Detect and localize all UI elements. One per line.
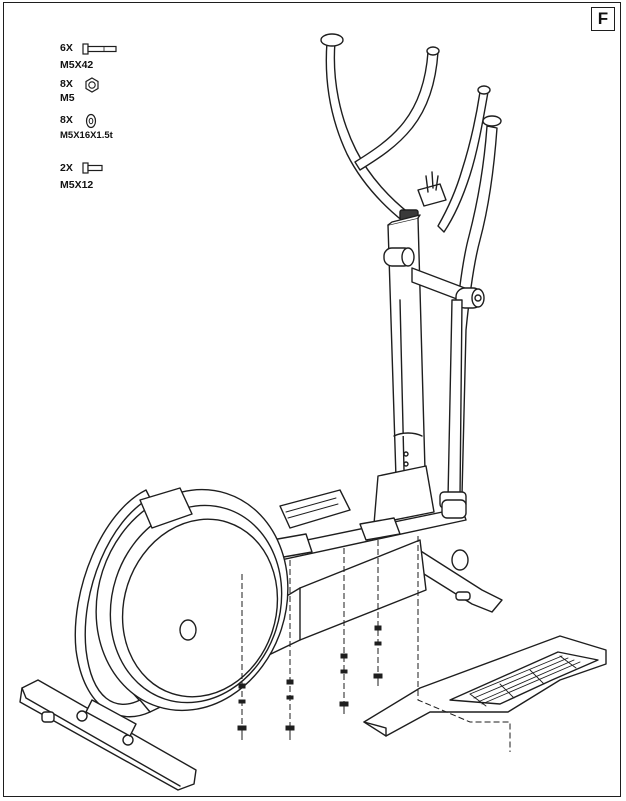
frame-cover <box>279 489 351 529</box>
arm-lower-link <box>447 299 463 499</box>
part-code: M5X12 <box>60 179 94 191</box>
part-code: M5X16X1.5t <box>60 130 113 141</box>
part-code: M5 <box>60 92 75 104</box>
part-qty: 8X <box>60 114 73 126</box>
part-qty: 2X <box>60 162 73 174</box>
pivot-axle <box>383 247 485 309</box>
nut-icon <box>85 77 99 93</box>
rear-stabilizer <box>407 547 503 613</box>
part-code: M5X42 <box>60 59 94 71</box>
front-stabilizer <box>19 679 197 791</box>
short-bolt-icon <box>82 162 103 174</box>
console <box>399 171 447 221</box>
moving-arm-front <box>320 33 440 223</box>
hardware-bolts <box>237 625 383 740</box>
bolt-icon <box>82 43 117 55</box>
flywheel-housing <box>74 487 289 718</box>
foot-pedal <box>363 635 607 737</box>
part-qty: 8X <box>60 78 73 90</box>
part-qty: 6X <box>60 42 73 54</box>
step-label: F <box>591 7 615 31</box>
assembly-guides <box>241 536 511 752</box>
washer-icon <box>85 113 97 129</box>
